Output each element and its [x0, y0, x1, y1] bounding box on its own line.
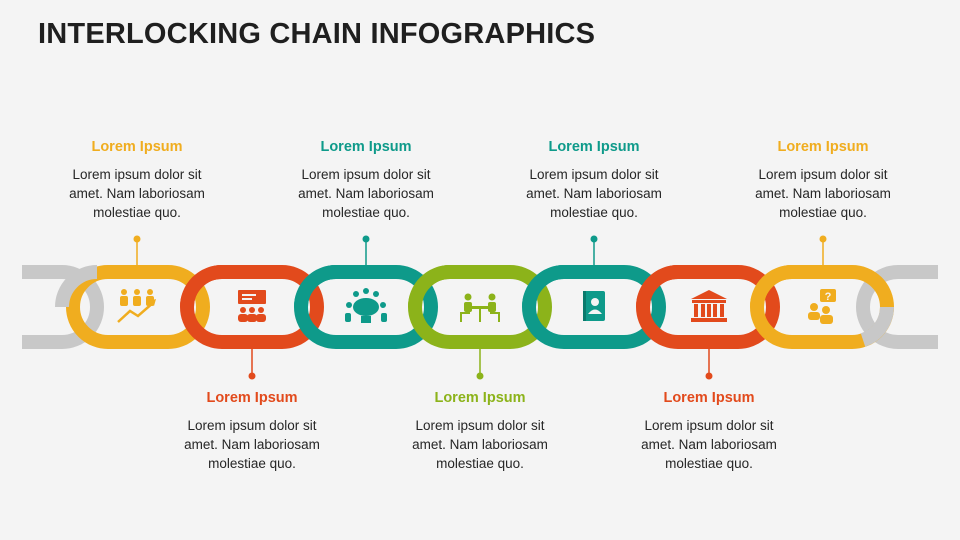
- step-4-description: Lorem ipsum dolor sit amet. Nam laborios…: [395, 416, 565, 473]
- step-2-description: Lorem ipsum dolor sit amet. Nam laborios…: [167, 416, 337, 473]
- step-4-line-2: amet. Nam laboriosam: [412, 437, 548, 452]
- step-2-line-3: molestiae quo.: [208, 456, 296, 471]
- step-2-line-2: amet. Nam laboriosam: [184, 437, 320, 452]
- step-4-line-1: Lorem ipsum dolor sit: [415, 418, 545, 433]
- step-1-text: Lorem Ipsum Lorem ipsum dolor sit amet. …: [52, 139, 222, 222]
- step-3-line-3: molestiae quo.: [322, 205, 410, 220]
- step-5-line-1: Lorem ipsum dolor sit: [529, 167, 659, 182]
- step-7-line-2: amet. Nam laboriosam: [755, 186, 891, 201]
- step-7-line-3: molestiae quo.: [779, 205, 867, 220]
- step-7-heading: Lorem Ipsum: [777, 139, 869, 155]
- step-5-line-3: molestiae quo.: [550, 205, 638, 220]
- svg-text:?: ?: [825, 291, 832, 303]
- step-3-text: Lorem Ipsum Lorem ipsum dolor sit amet. …: [281, 139, 451, 222]
- end-link-right: [856, 265, 938, 349]
- step-4-line-3: molestiae quo.: [436, 456, 524, 471]
- bank-icon: [691, 290, 727, 322]
- interview-icon: [460, 293, 500, 322]
- presentation-audience-icon: [238, 290, 266, 322]
- step-7-line-1: Lorem ipsum dolor sit: [758, 167, 888, 182]
- step-3-heading: Lorem Ipsum: [320, 139, 412, 155]
- contact-book-icon: [583, 291, 605, 321]
- chain-link-1: [66, 265, 210, 349]
- step-6-heading: Lorem Ipsum: [663, 390, 755, 406]
- step-1-line-2: amet. Nam laboriosam: [69, 186, 205, 201]
- step-7-text: Lorem Ipsum Lorem ipsum dolor sit amet. …: [738, 139, 908, 222]
- step-4-heading: Lorem Ipsum: [434, 390, 526, 406]
- step-5-text: Lorem Ipsum Lorem ipsum dolor sit amet. …: [509, 139, 679, 222]
- question-person-icon: ?: [808, 289, 836, 324]
- step-3-line-2: amet. Nam laboriosam: [298, 186, 434, 201]
- step-4-text: Lorem Ipsum Lorem ipsum dolor sit amet. …: [395, 390, 565, 473]
- step-5-heading: Lorem Ipsum: [548, 139, 640, 155]
- step-6-line-1: Lorem ipsum dolor sit: [644, 418, 774, 433]
- step-2-heading: Lorem Ipsum: [206, 390, 298, 406]
- step-3-line-1: Lorem ipsum dolor sit: [301, 167, 431, 182]
- page-title: INTERLOCKING CHAIN INFOGRAPHICS: [38, 18, 596, 50]
- step-5-line-2: amet. Nam laboriosam: [526, 186, 662, 201]
- step-1-description: Lorem ipsum dolor sit amet. Nam laborios…: [52, 165, 222, 222]
- step-6-line-3: molestiae quo.: [665, 456, 753, 471]
- meeting-table-icon: [345, 288, 387, 323]
- step-5-description: Lorem ipsum dolor sit amet. Nam laborios…: [509, 165, 679, 222]
- step-6-line-2: amet. Nam laboriosam: [641, 437, 777, 452]
- step-1-line-3: molestiae quo.: [93, 205, 181, 220]
- step-3-description: Lorem ipsum dolor sit amet. Nam laborios…: [281, 165, 451, 222]
- step-6-description: Lorem ipsum dolor sit amet. Nam laborios…: [624, 416, 794, 473]
- step-7-description: Lorem ipsum dolor sit amet. Nam laborios…: [738, 165, 908, 222]
- step-2-text: Lorem Ipsum Lorem ipsum dolor sit amet. …: [167, 390, 337, 473]
- step-1-line-1: Lorem ipsum dolor sit: [72, 167, 202, 182]
- step-6-text: Lorem Ipsum Lorem ipsum dolor sit amet. …: [624, 390, 794, 473]
- step-1-heading: Lorem Ipsum: [91, 139, 183, 155]
- step-2-line-1: Lorem ipsum dolor sit: [187, 418, 317, 433]
- growth-team-icon: [117, 289, 156, 323]
